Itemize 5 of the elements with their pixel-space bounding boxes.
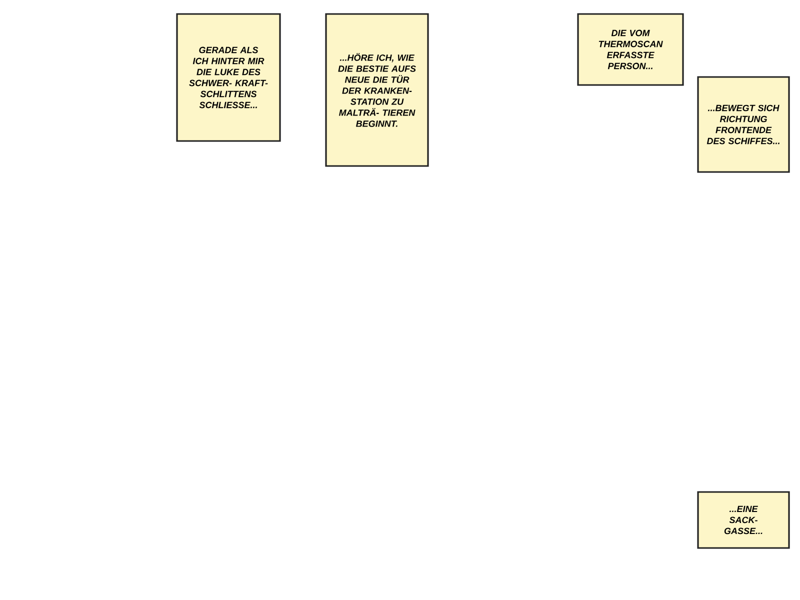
caption-box: ...HÖRE ICH, WIE DIE BESTIE AUFS NEUE DIE TÜR DER KRANKEN- STATION ZU MALTRÄ- TIEREN BEGINNT.	[325, 13, 429, 167]
caption-box: DIE VOM THERMOSCAN ERFASSTE PERSON...	[577, 13, 684, 86]
caption-box: GERADE ALS ICH HINTER MIR DIE LUKE DES SCHWER- KRAFT- SCHLITTENS SCHLIESSE...	[176, 13, 281, 142]
caption-box: ...BEWEGT SICH RICHTUNG FRONTENDE DES SCHIFFES...	[697, 76, 790, 173]
caption-box: ...EINE SACK- GASSE...	[697, 491, 790, 549]
